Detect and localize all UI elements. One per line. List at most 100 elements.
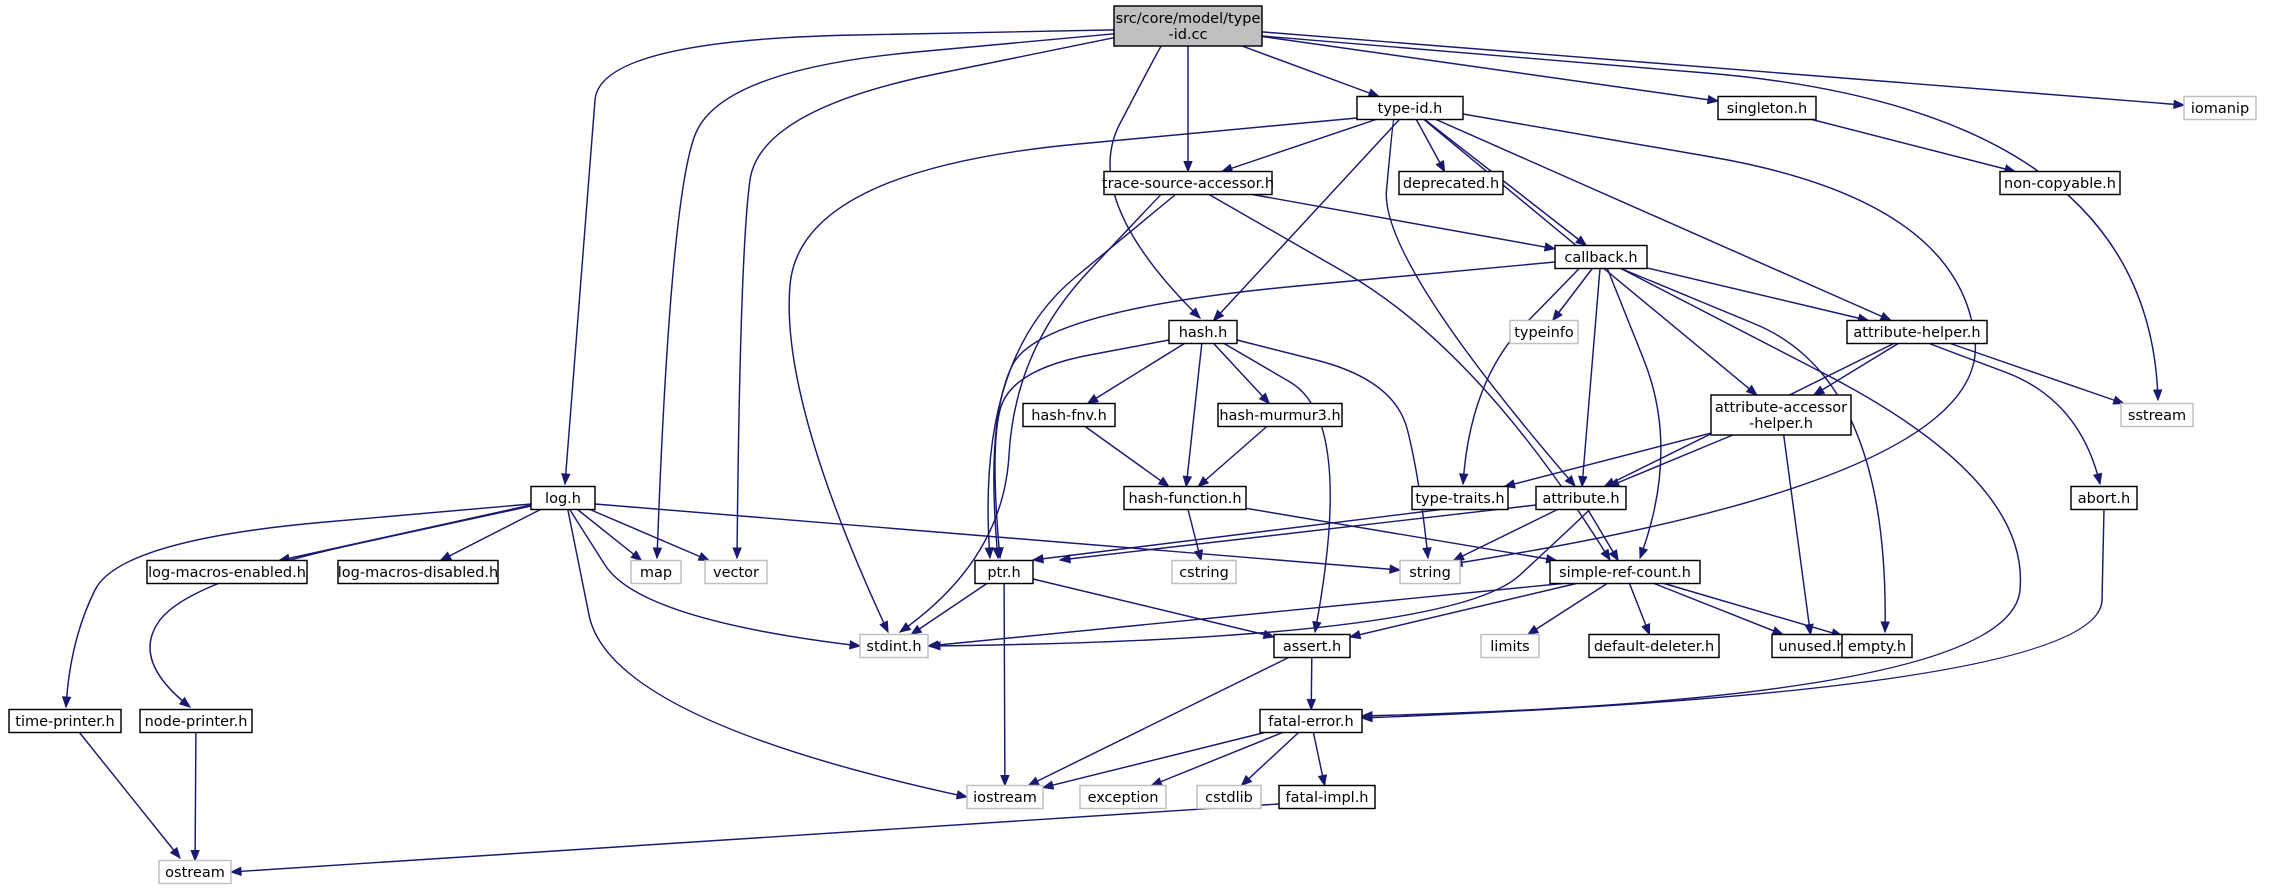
edge-line: [987, 193, 1177, 559]
edge-root-to-hash: [1109, 45, 1201, 319]
edge-line: [1361, 509, 2105, 719]
edge-line: [1042, 731, 1265, 789]
node-label: cstdlib: [1205, 790, 1253, 806]
edge-fatalerror-to-exception: [1150, 731, 1283, 787]
node-attribute[interactable]: attribute.h: [1535, 485, 1627, 511]
node-box: [1549, 559, 1701, 585]
edge-line: [1361, 267, 2022, 717]
node-assert[interactable]: assert.h: [1273, 633, 1351, 659]
node-box: [158, 859, 232, 885]
node-box: [337, 559, 499, 585]
edge-attrhelper-to-sstream: [1950, 342, 2125, 405]
edge-singleton-to-noncopyable: [1811, 118, 2017, 174]
node-attrhelper[interactable]: attribute-helper.h: [1846, 319, 1988, 345]
edge-typetraits-to-ptr: [1031, 508, 1442, 564]
edge-root-to-typeid: [1241, 45, 1381, 98]
arrow-head: [1706, 94, 1720, 105]
arrow-head: [1551, 309, 1563, 322]
edge-tsa-to-ptr: [984, 193, 1177, 560]
edge-fatalerror-to-fatalimpl: [1312, 732, 1328, 787]
node-label: empty.h: [1848, 639, 1906, 655]
edge-line: [788, 117, 1358, 633]
node-root[interactable]: src/core/model/type-id.cc: [1113, 5, 1263, 47]
node-box: [1278, 784, 1376, 810]
edge-line: [1646, 267, 1869, 322]
edge-line: [1084, 425, 1170, 488]
nodes-layer: src/core/model/type-id.cc type-id.h single…: [8, 5, 2257, 885]
arrow-head: [1575, 235, 1588, 247]
edge-line: [1032, 578, 1275, 638]
edge-assert-to-iostream: [1027, 656, 1289, 787]
edge-hash-to-ptr: [994, 339, 1170, 560]
edge-hash-to-string: [1236, 339, 1432, 560]
edge-line: [1663, 582, 1843, 637]
arrow-head: [1745, 384, 1758, 396]
arrow-head: [1564, 474, 1576, 488]
node-box: [1168, 319, 1238, 345]
arrow-head: [1435, 160, 1446, 173]
edge-root-to-log: [561, 29, 1115, 486]
arrow-head: [1543, 242, 1557, 252]
node-logdisabled[interactable]: log-macros-disabled.h: [337, 559, 499, 585]
node-logenabled[interactable]: log-macros-enabled.h: [146, 559, 308, 585]
node-fatalerror[interactable]: fatal-error.h: [1259, 708, 1363, 734]
edge-line: [736, 36, 1115, 559]
arrow-head: [984, 547, 994, 560]
node-srefcount[interactable]: simple-ref-count.h: [1549, 559, 1701, 585]
node-abort[interactable]: abort.h: [2070, 485, 2138, 511]
node-callback[interactable]: callback.h: [1554, 244, 1648, 270]
edge-attraccessor-to-typetraits: [1503, 432, 1712, 489]
node-deprecated[interactable]: deprecated.h: [1398, 170, 1504, 196]
node-label: fatal-impl.h: [1285, 790, 1368, 806]
node-exception: exception: [1079, 784, 1167, 810]
edge-attribute-to-srefcount: [1587, 509, 1619, 562]
node-singleton[interactable]: singleton.h: [1717, 95, 1817, 121]
arrow-head: [994, 547, 1004, 560]
edge-callback-to-typetraits: [1458, 267, 1580, 486]
edge-line: [929, 508, 1591, 647]
node-fatalimpl[interactable]: fatal-impl.h: [1278, 784, 1376, 810]
node-typetraits[interactable]: type-traits.h: [1411, 485, 1509, 511]
edge-hashmurmur-to-hashfunction: [1197, 425, 1268, 488]
node-ptr[interactable]: ptr.h: [974, 559, 1034, 585]
node-hashmurmur[interactable]: hash-murmur3.h: [1217, 402, 1343, 428]
node-box: [1196, 784, 1262, 810]
node-noncopyable[interactable]: non-copyable.h: [1999, 170, 2121, 196]
node-empty[interactable]: empty.h: [1841, 633, 1913, 659]
node-box: [1717, 95, 1817, 121]
node-label: limits: [1490, 639, 1529, 655]
node-attraccessor[interactable]: attribute-accessor-helper.h: [1710, 394, 1852, 436]
node-label: trace-source-accessor.h: [1102, 176, 1274, 192]
edge-typeid-to-attribute: [1385, 118, 1576, 488]
edge-ptr-to-assert: [1032, 578, 1276, 639]
node-nodeprinter[interactable]: node-printer.h: [139, 708, 253, 734]
arrow-head: [1812, 385, 1826, 396]
node-hashfunction[interactable]: hash-function.h: [1123, 485, 1247, 511]
node-ostream: ostream: [158, 859, 232, 885]
node-log[interactable]: log.h: [530, 485, 596, 511]
node-typeid[interactable]: type-id.h: [1356, 95, 1464, 121]
edge-hash-to-hashfunction: [1182, 343, 1203, 488]
node-unused[interactable]: unused.h: [1771, 633, 1853, 659]
node-hash[interactable]: hash.h: [1168, 319, 1238, 345]
edge-line: [149, 505, 532, 708]
node-label: time-printer.h: [15, 714, 114, 730]
node-box: [1399, 559, 1461, 585]
arrow-head: [926, 640, 939, 650]
node-hashfnv[interactable]: hash-fnv.h: [1022, 402, 1116, 428]
node-timeprinter[interactable]: time-printer.h: [8, 708, 122, 734]
edge-typeid-to-deprecated: [1415, 119, 1446, 173]
node-label: -helper.h: [1749, 416, 1813, 432]
node-label: ptr.h: [987, 565, 1020, 581]
node-tsa[interactable]: trace-source-accessor.h: [1102, 170, 1274, 196]
node-label: vector: [713, 565, 759, 581]
arrow-head: [1157, 476, 1170, 488]
edge-callback-to-attrhelper: [1646, 267, 1870, 323]
arrow-head: [630, 550, 643, 562]
node-label: type-traits.h: [1415, 491, 1504, 507]
edge-callback-to-srefcount: [1606, 267, 1662, 560]
arrow-head: [1348, 629, 1362, 640]
node-defdeleter[interactable]: default-deleter.h: [1588, 633, 1720, 659]
edge-line: [1185, 343, 1203, 487]
